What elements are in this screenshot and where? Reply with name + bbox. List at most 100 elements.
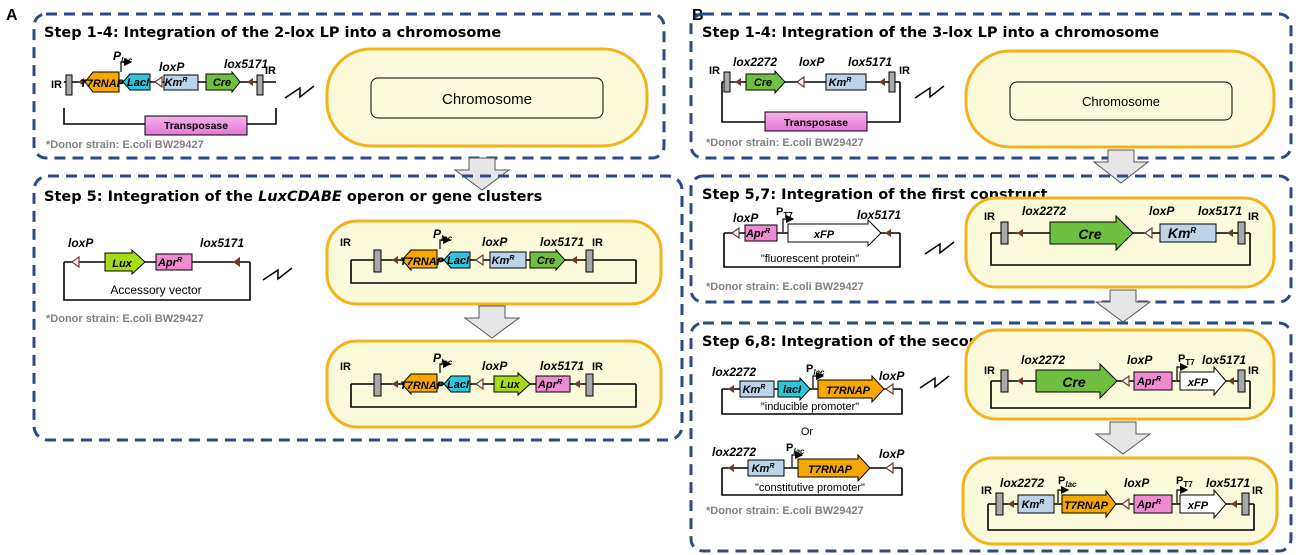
panel-a-step5-box (32, 174, 684, 442)
panel-b-step68-vector-1: lox2272 loxP KmR lacI Plac T7RNAP "induc… (712, 363, 905, 415)
laci-gene: LacI (447, 255, 470, 267)
step-down-arrow (1094, 289, 1152, 323)
lox5171-label: lox5171 (1198, 204, 1242, 218)
panel-a-step5-chrom1-map: IR T7RNAP Plac LacI loxP KmR Cre lox5171… (340, 227, 637, 284)
loxp-label: loxP (68, 236, 94, 250)
ir-left-label: IR (984, 365, 995, 377)
ir-right-label: IR (1248, 211, 1259, 223)
panel-a-step1-box (32, 12, 666, 160)
cre-gene: Cre (754, 77, 772, 89)
panel-b-step57-title: Step 5,7: Integration of the first const… (702, 187, 1048, 203)
laci-gene: lacI (783, 384, 802, 396)
loxp-label: loxP (879, 369, 905, 383)
lox5171-label: lox5171 (540, 359, 584, 373)
loxp-label: loxP (159, 60, 185, 74)
panel-b-step1-title: Step 1-4: Integration of the 3-lox LP in… (702, 25, 1159, 41)
panel-b-step68-chrom2-map: IR lox2272 KmR Plac T7RNAP loxP AprR PT7… (981, 475, 1263, 531)
apr-gene: AprR (157, 257, 182, 269)
lox2272-label: lox2272 (1022, 204, 1066, 218)
panel-b-step68-chromosome-1 (964, 328, 1276, 421)
ir-left-label: IR (51, 79, 62, 91)
cre-gene: Cre (1062, 374, 1086, 390)
lox5171-label: lox5171 (857, 208, 901, 222)
panel-b-step68-box (689, 321, 1293, 553)
accessory-vector-label: Accessory vector (110, 283, 201, 297)
panel-b-step57-chrom-map: IR lox2272 Cre loxP KmR lox5171 IR (984, 204, 1259, 266)
ir-right-label: IR (592, 237, 603, 249)
plac-label: Plac (433, 227, 453, 243)
lux-gene: Lux (112, 258, 132, 270)
loxp-label: loxP (1149, 204, 1175, 218)
constitutive-promoter-caption: "constitutive promoter" (755, 482, 865, 494)
lox2272-label: lox2272 (733, 55, 777, 69)
transfer-arrow (914, 85, 945, 99)
lox5171-label: lox5171 (200, 236, 244, 250)
chromosome-box (1009, 81, 1233, 121)
step-down-arrow (453, 157, 511, 191)
laci-gene: LacI (127, 77, 150, 89)
ir-right-label: IR (1248, 365, 1259, 377)
ir-left-label: IR (984, 211, 995, 223)
t7rnap-gene: T7RNAP (1064, 500, 1109, 512)
lox5171-label: lox5171 (1206, 476, 1250, 490)
km-gene: KmR (1168, 225, 1197, 241)
ir-right-label: IR (592, 361, 603, 373)
step-down-arrow (463, 305, 521, 339)
lox5171-label: lox5171 (848, 55, 892, 69)
km-gene: KmR (165, 77, 188, 89)
panel-b-step68-chrom1-map: IR lox2272 Cre loxP AprR PT7 xFP lox5171… (984, 353, 1259, 409)
ir-right-label: IR (265, 65, 276, 77)
pt7-label: PT7 (776, 206, 793, 220)
xfp-gene: xFP (1187, 500, 1209, 512)
panel-b-step1-plasmid: IR lox2272 Cre loxP KmR lox5171 IR Trans… (709, 55, 910, 132)
lox2272-label: lox2272 (1000, 476, 1044, 490)
cre-gene: Cre (1078, 226, 1102, 242)
transposase-label: Transposase (784, 117, 848, 129)
chromosome-label: Chromosome (1082, 94, 1160, 109)
loxp-label: loxP (482, 359, 508, 373)
lox5171-label: lox5171 (224, 57, 268, 71)
panel-a-step5-title: Step 5: Integration of the LuxCDABE oper… (44, 189, 542, 205)
t7rnap-gene: T7RNAP (808, 464, 853, 476)
ir-left-label: IR (981, 485, 992, 497)
km-gene: KmR (752, 463, 775, 475)
step-down-arrow (1092, 149, 1150, 184)
lux-gene: Lux (500, 379, 520, 391)
km-gene: KmR (492, 255, 515, 267)
or-label: Or (801, 426, 814, 438)
t7rnap-gene: T7RNAP (400, 256, 445, 268)
transposase-label: Transposase (164, 120, 228, 132)
panel-b-step57-donor-note: *Donor strain: E.coli BW29427 (706, 281, 864, 293)
inducible-promoter-caption: "inducible promoter" (761, 401, 859, 413)
pt7-label: PT7 (1178, 353, 1195, 367)
apr-gene: AprR (1136, 499, 1161, 511)
plac-label: Plac (786, 442, 805, 456)
lox2272-label: lox2272 (1021, 353, 1065, 367)
panel-b-step57-box (689, 174, 1293, 304)
transfer-arrow (262, 267, 293, 281)
lox2272-label: lox2272 (712, 445, 756, 459)
loxp-label: loxP (1124, 476, 1150, 490)
ir-left-label: IR (709, 65, 720, 77)
step-down-arrow (1094, 421, 1152, 455)
panel-a-step5-donor-note: *Donor strain: E.coli BW29427 (46, 313, 204, 325)
plac-label: Plac (113, 49, 133, 65)
xfp-gene: xFP (813, 229, 835, 241)
loxp-label: loxP (879, 447, 905, 461)
ir-right-label: IR (1252, 485, 1263, 497)
plac-label: Plac (1058, 475, 1077, 489)
loxp-label: loxP (1127, 353, 1153, 367)
panel-b-step1-donor-note: *Donor strain: E.coli BW29427 (706, 137, 864, 149)
ir-left-label: IR (340, 361, 351, 373)
apr-gene: AprR (537, 379, 562, 391)
loxp-label: loxP (733, 211, 759, 225)
fluorescent-protein-caption: "fluorescent protein" (761, 253, 859, 265)
panel-b-step68-donor-note: *Donor strain: E.coli BW29427 (706, 505, 864, 517)
panel-b-step68-chromosome-2 (961, 456, 1279, 546)
cre-gene: Cre (213, 77, 231, 89)
chromosome-box (370, 77, 604, 119)
panel-a-step1-donor-note: *Donor strain: E.coli BW29427 (46, 139, 204, 151)
laci-gene: LacI (447, 379, 470, 391)
chromosome-label: Chromosome (442, 91, 532, 108)
apr-gene: AprR (745, 228, 770, 240)
